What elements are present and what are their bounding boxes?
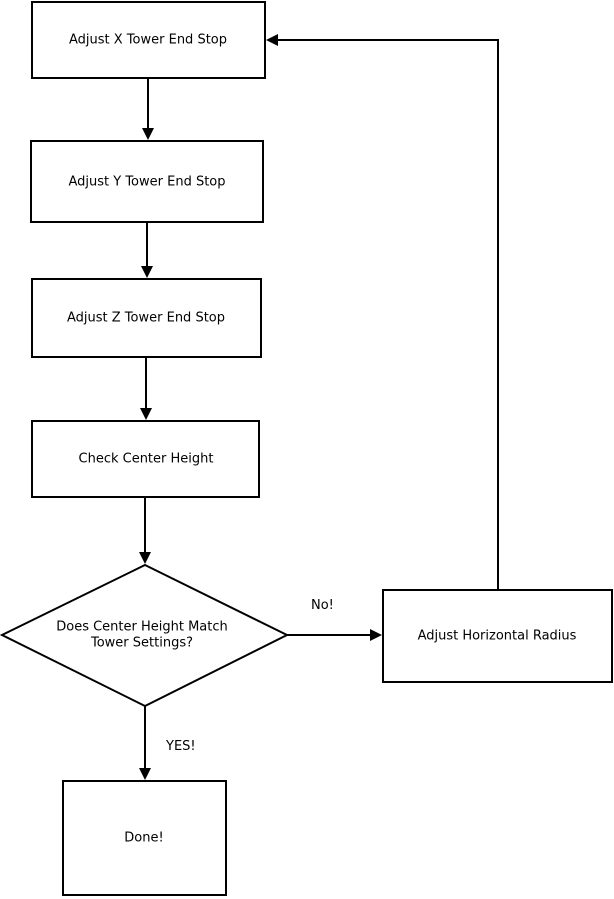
arrowhead-down-icon [140, 408, 152, 420]
edge-z-to-check [140, 357, 152, 420]
edge-y-to-z [141, 222, 153, 278]
node-done: Done! [62, 780, 227, 896]
node-label: Done! [124, 831, 163, 846]
arrowhead-down-icon [141, 266, 153, 278]
arrowhead-right-icon [370, 629, 382, 641]
arrowhead-down-icon [139, 768, 151, 780]
node-label: Adjust Horizontal Radius [418, 629, 577, 644]
decision-label-line-1: Does Center Height Match [56, 620, 228, 635]
node-check-center-height: Check Center Height [31, 420, 260, 498]
edge-x-to-y [142, 78, 154, 140]
node-adjust-z-tower: Adjust Z Tower End Stop [31, 278, 262, 358]
node-adjust-y-tower: Adjust Y Tower End Stop [30, 140, 264, 223]
arrowhead-down-icon [139, 552, 151, 564]
node-decision-center-height: Does Center Height Match Tower Settings? [0, 563, 290, 708]
edge-decision-to-done: YES! [139, 706, 196, 780]
node-label: Adjust X Tower End Stop [69, 33, 227, 48]
node-adjust-horizontal-radius: Adjust Horizontal Radius [382, 589, 613, 683]
edge-label-no: No! [311, 598, 334, 613]
edge-check-to-decision [139, 497, 151, 564]
node-label: Adjust Y Tower End Stop [68, 175, 225, 190]
arrowhead-left-icon [266, 34, 278, 46]
arrowhead-down-icon [142, 128, 154, 140]
node-label: Adjust Z Tower End Stop [67, 311, 225, 326]
edge-radius-to-x [266, 34, 499, 590]
edge-label-yes: YES! [165, 739, 196, 754]
node-label: Check Center Height [79, 452, 214, 467]
edge-decision-to-radius: No! [287, 598, 382, 641]
node-adjust-x-tower: Adjust X Tower End Stop [31, 1, 266, 79]
decision-label-line-2: Tower Settings? [90, 636, 193, 651]
